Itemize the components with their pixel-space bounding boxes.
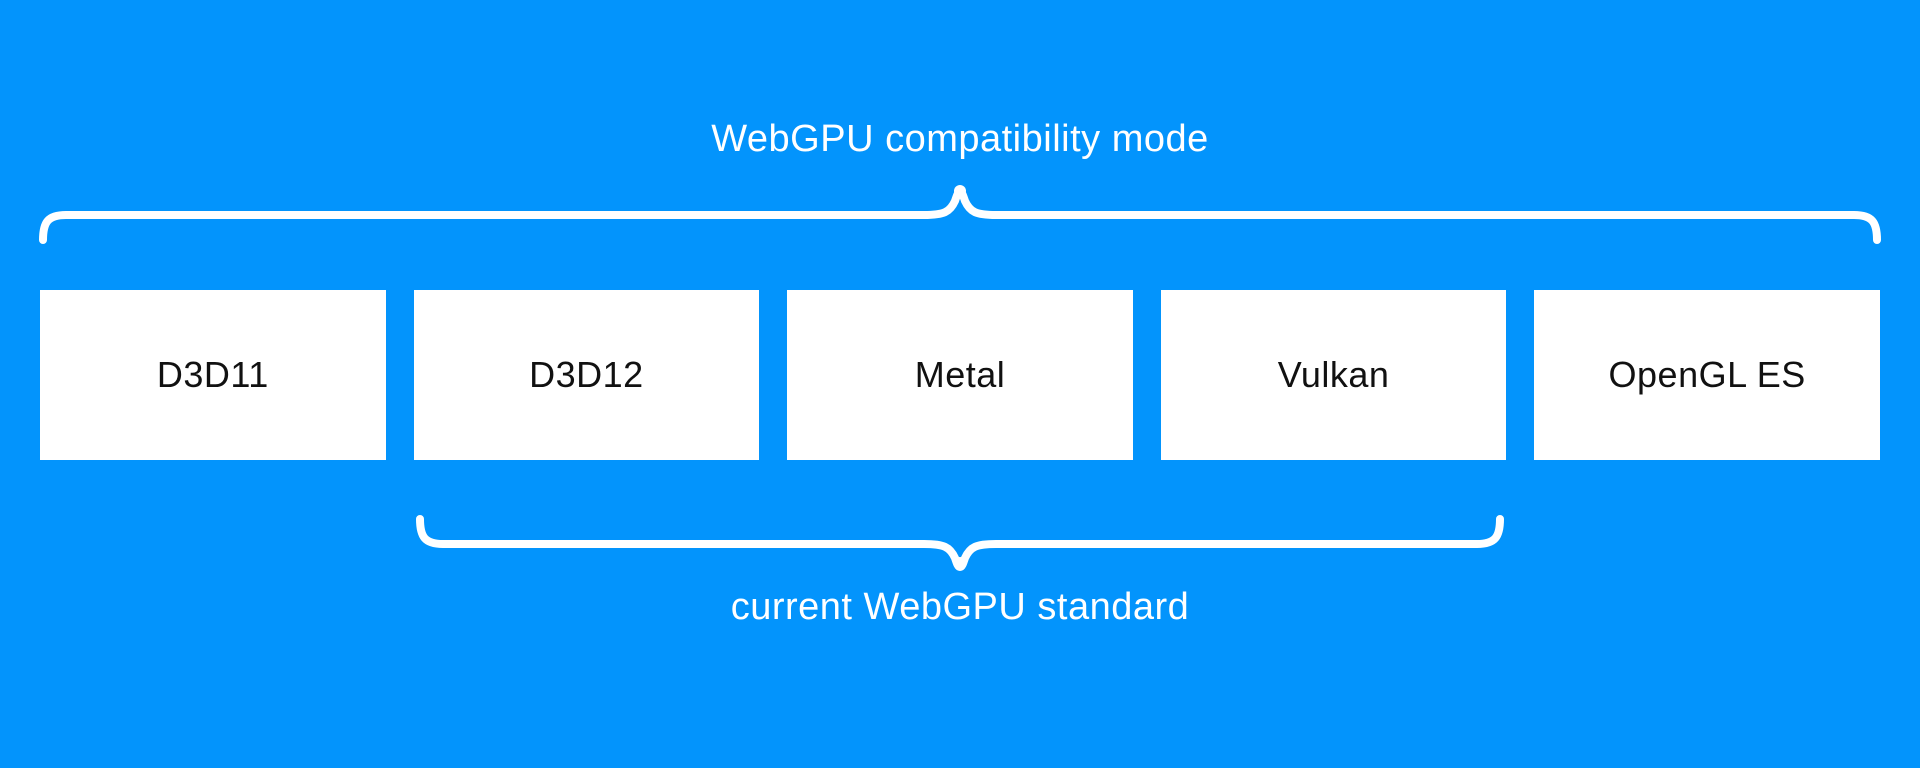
- api-box-label: Metal: [914, 354, 1006, 395]
- top-annotation-label: WebGPU compatibility mode: [711, 118, 1209, 160]
- bottom-annotation-label: current WebGPU standard: [730, 586, 1190, 628]
- api-box-label: Vulkan: [1277, 354, 1390, 395]
- top-brace: [39, 185, 1881, 244]
- api-box-vulkan: Vulkan: [1160, 290, 1507, 460]
- bottom-brace: [416, 515, 1504, 571]
- api-box-label: D3D12: [529, 354, 644, 395]
- api-box-metal: Metal: [787, 290, 1133, 460]
- api-box-label: OpenGL ES: [1608, 354, 1806, 395]
- api-box-label: D3D11: [156, 354, 269, 395]
- api-box-d3d11: D3D11: [40, 290, 386, 460]
- api-box-opengl-es: OpenGL ES: [1534, 290, 1880, 460]
- api-box-d3d12: D3D12: [413, 290, 760, 460]
- api-boxes-row: D3D11 D3D12 Metal Vulkan OpenGL ES: [40, 290, 1880, 460]
